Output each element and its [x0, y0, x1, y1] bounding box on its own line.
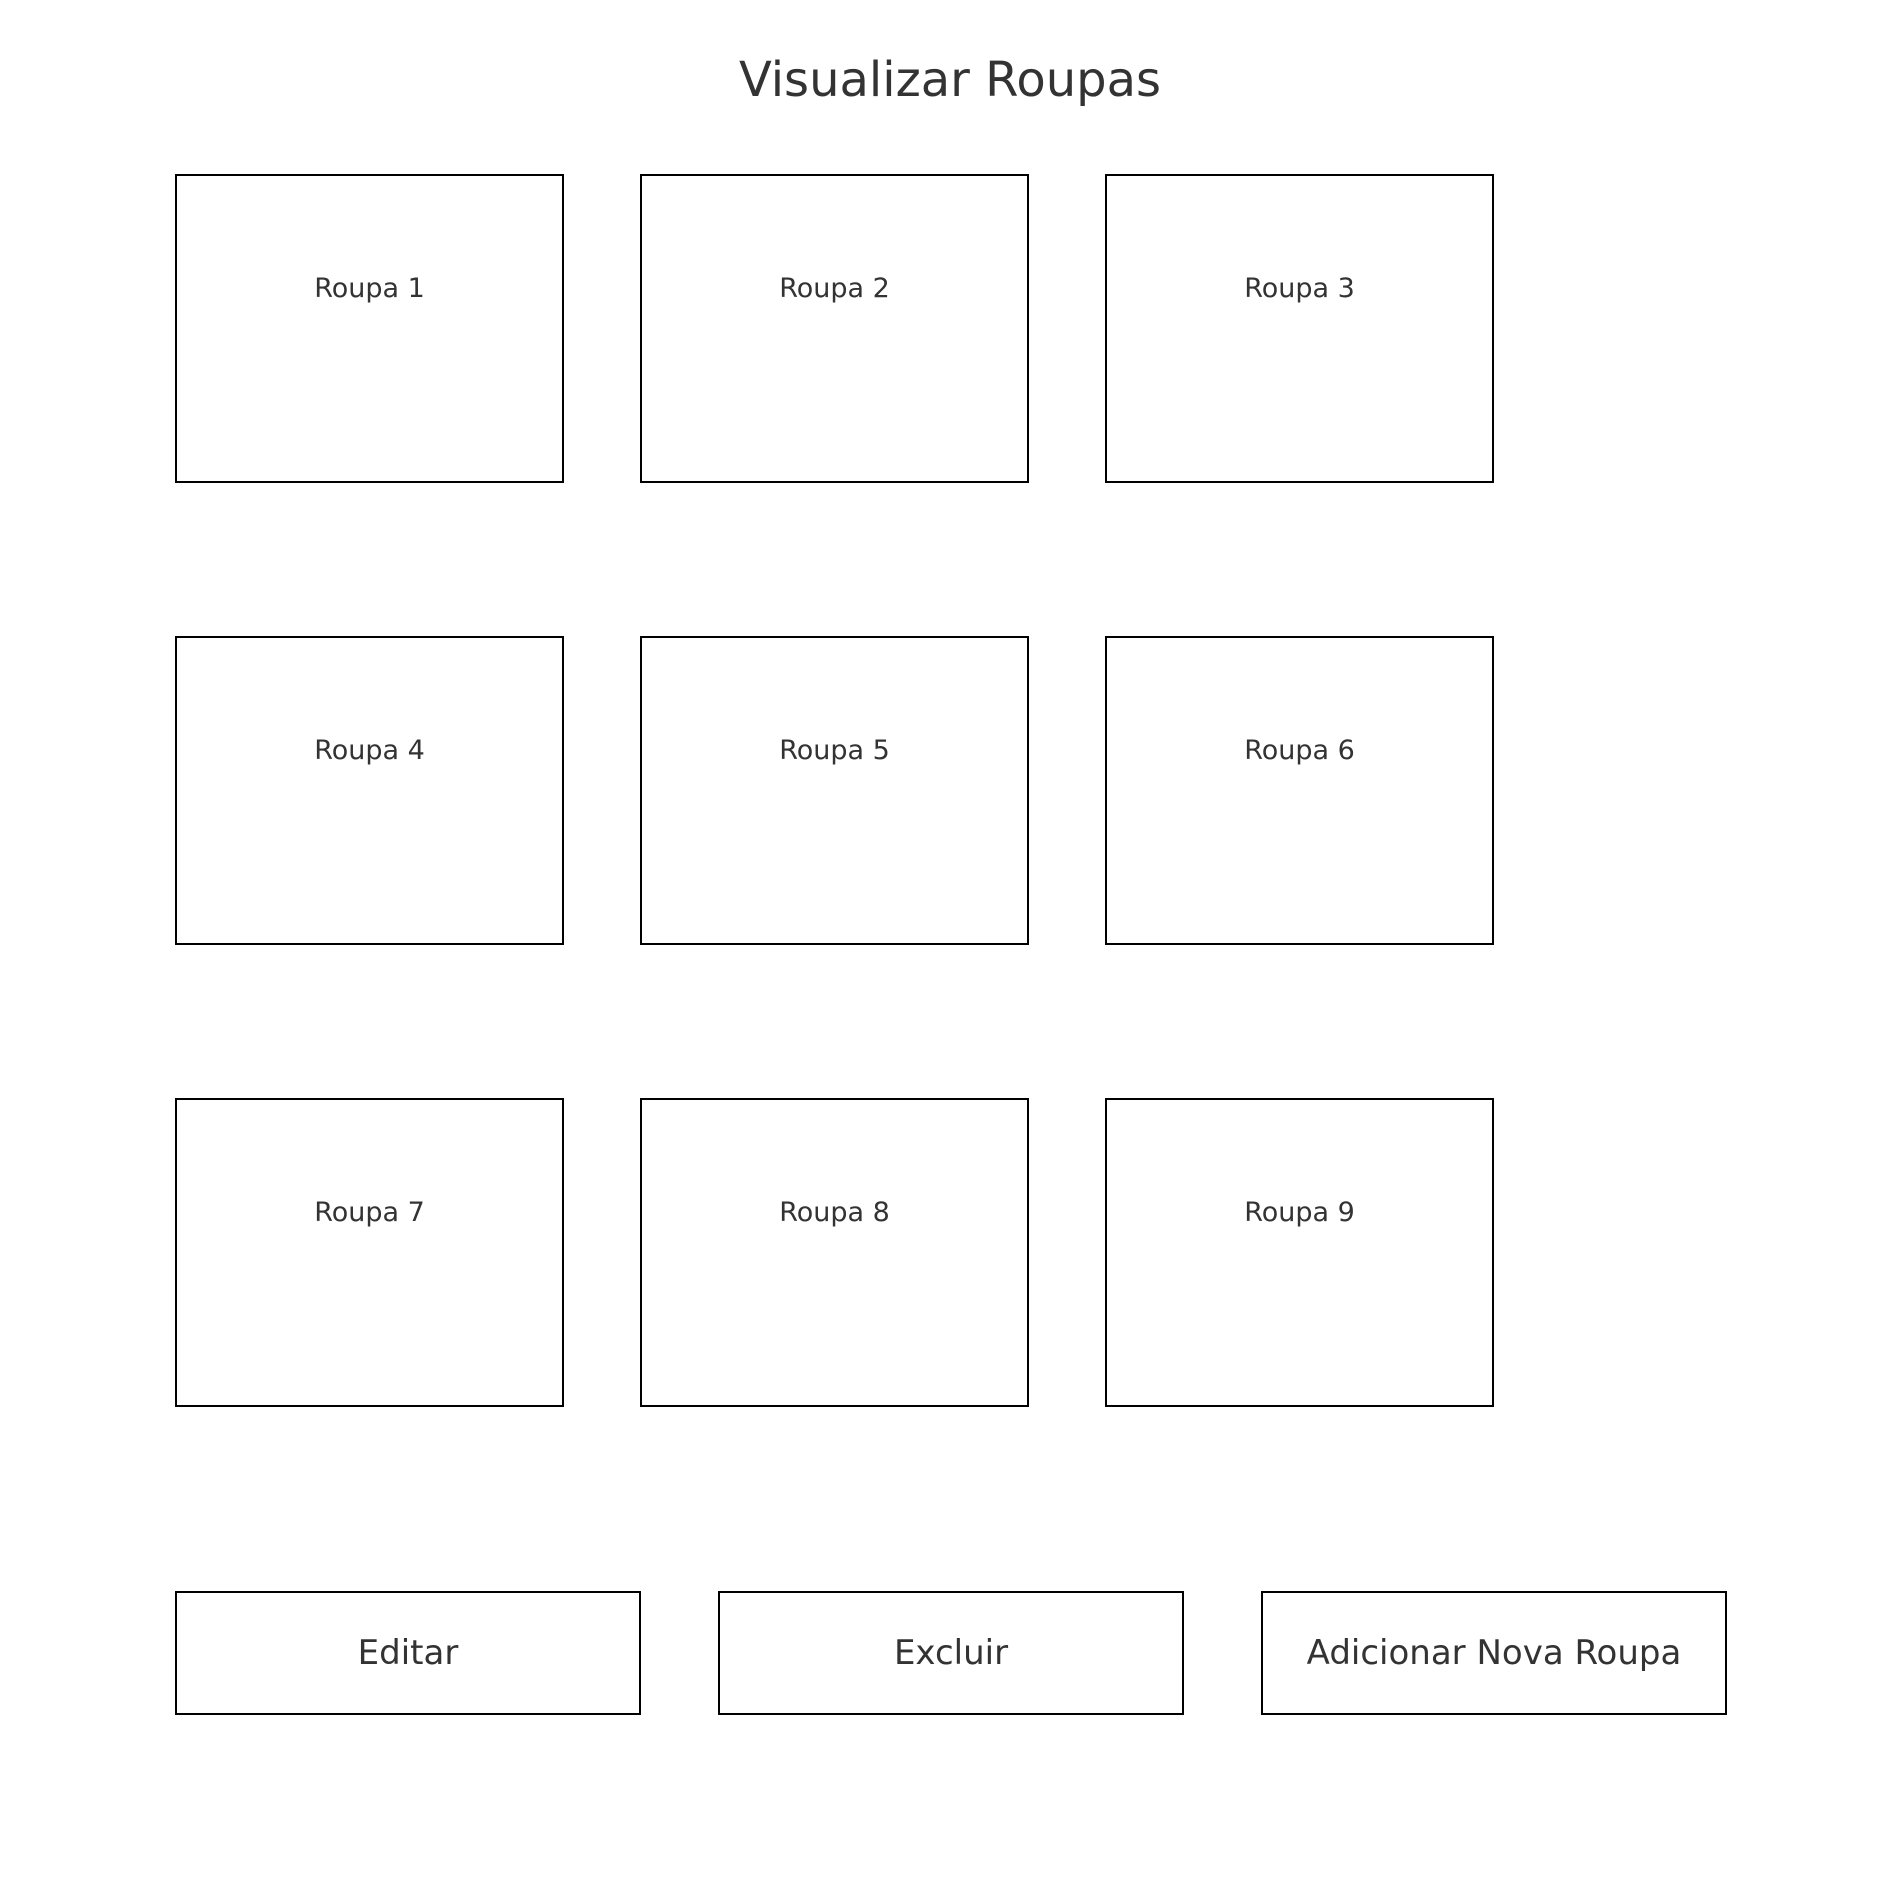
clothing-card[interactable]: Roupa 4	[175, 636, 564, 945]
clothing-card[interactable]: Roupa 8	[640, 1098, 1029, 1407]
action-bar: Editar Excluir Adicionar Nova Roupa	[175, 1591, 1727, 1715]
clothing-card[interactable]: Roupa 6	[1105, 636, 1494, 945]
clothing-card[interactable]: Roupa 5	[640, 636, 1029, 945]
page-title: Visualizar Roupas	[738, 52, 1162, 108]
clothing-card-label: Roupa 1	[314, 273, 425, 304]
delete-button[interactable]: Excluir	[718, 1591, 1184, 1715]
edit-button[interactable]: Editar	[175, 1591, 641, 1715]
clothing-card[interactable]: Roupa 3	[1105, 174, 1494, 483]
clothing-grid: Roupa 1 Roupa 2 Roupa 3 Roupa 4 Roupa 5 …	[175, 174, 1495, 1407]
clothing-card-label: Roupa 9	[1244, 1197, 1355, 1228]
clothing-card[interactable]: Roupa 9	[1105, 1098, 1494, 1407]
clothing-card[interactable]: Roupa 1	[175, 174, 564, 483]
clothing-card-label: Roupa 4	[314, 735, 425, 766]
clothing-card-label: Roupa 7	[314, 1197, 425, 1228]
clothing-card-label: Roupa 2	[779, 273, 890, 304]
clothing-card[interactable]: Roupa 2	[640, 174, 1029, 483]
clothing-card[interactable]: Roupa 7	[175, 1098, 564, 1407]
clothing-card-label: Roupa 3	[1244, 273, 1355, 304]
clothing-card-label: Roupa 6	[1244, 735, 1355, 766]
add-clothing-button[interactable]: Adicionar Nova Roupa	[1261, 1591, 1727, 1715]
clothing-card-label: Roupa 8	[779, 1197, 890, 1228]
clothing-card-label: Roupa 5	[779, 735, 890, 766]
